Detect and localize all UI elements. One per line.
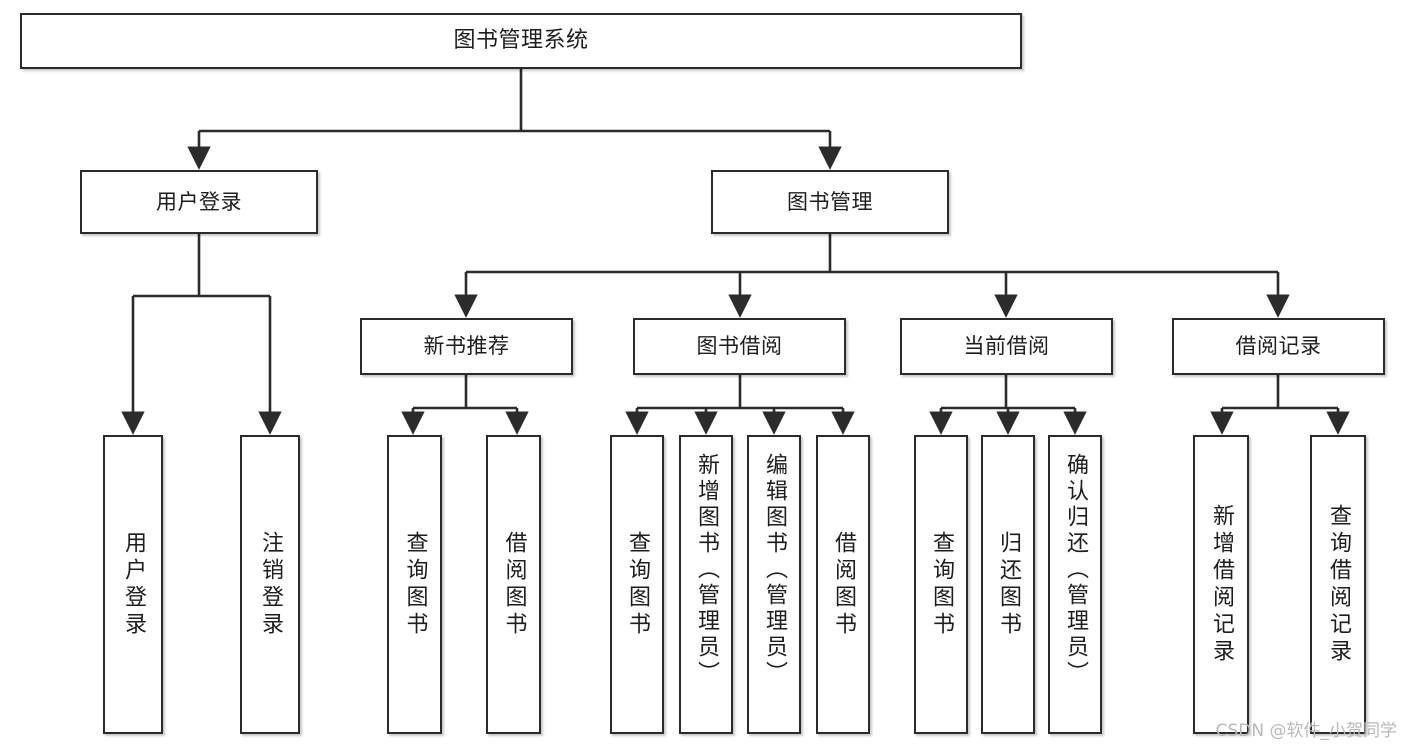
node-user-login[interactable]: 用户登录 <box>80 170 318 234</box>
node-new-book-recommend[interactable]: 新书推荐 <box>360 318 573 375</box>
node-label: 查询借阅记录 <box>1326 503 1351 666</box>
leaf-query-book-borrow[interactable]: 查询图书 <box>610 435 664 734</box>
node-label: 查询图书 <box>929 530 954 639</box>
node-label: 编辑图书（管理员） <box>762 453 787 687</box>
node-book-management[interactable]: 图书管理 <box>711 170 949 234</box>
leaf-borrow-book-new-recommend[interactable]: 借阅图书 <box>486 435 541 734</box>
node-label: 用户登录 <box>156 189 242 214</box>
node-current-borrow[interactable]: 当前借阅 <box>900 318 1113 375</box>
leaf-return-book[interactable]: 归还图书 <box>981 435 1035 734</box>
node-root-book-management-system[interactable]: 图书管理系统 <box>20 13 1022 69</box>
node-label: 注销登录 <box>258 530 283 639</box>
leaf-confirm-return-admin[interactable]: 确认归还（管理员） <box>1048 435 1102 734</box>
leaf-edit-book-admin[interactable]: 编辑图书（管理员） <box>747 435 801 734</box>
node-label: 当前借阅 <box>963 334 1050 359</box>
node-label: 借阅图书 <box>501 530 527 639</box>
node-label: 图书管理系统 <box>453 28 589 54</box>
node-label: 新书推荐 <box>423 334 510 359</box>
leaf-user-login[interactable]: 用户登录 <box>103 435 163 734</box>
node-label: 确认归还（管理员） <box>1063 453 1088 687</box>
node-label: 查询图书 <box>402 530 428 639</box>
node-label: 用户登录 <box>121 530 146 639</box>
node-label: 新增借阅记录 <box>1209 503 1234 666</box>
node-label: 查询图书 <box>625 530 650 639</box>
leaf-add-book-admin[interactable]: 新增图书（管理员） <box>679 435 733 734</box>
leaf-query-book-new-recommend[interactable]: 查询图书 <box>387 435 442 734</box>
leaf-query-book-current[interactable]: 查询图书 <box>914 435 968 734</box>
leaf-logout-login[interactable]: 注销登录 <box>240 435 300 734</box>
leaf-query-borrow-record[interactable]: 查询借阅记录 <box>1310 435 1366 734</box>
node-label: 图书借阅 <box>696 334 783 359</box>
leaf-borrow-book-borrow[interactable]: 借阅图书 <box>816 435 870 734</box>
node-label: 借阅图书 <box>831 530 856 639</box>
node-book-borrow[interactable]: 图书借阅 <box>633 318 846 375</box>
node-label: 借阅记录 <box>1235 334 1322 359</box>
node-label: 图书管理 <box>787 189 873 214</box>
node-label: 归还图书 <box>996 530 1021 639</box>
node-borrow-record[interactable]: 借阅记录 <box>1172 318 1385 375</box>
leaf-add-borrow-record[interactable]: 新增借阅记录 <box>1193 435 1249 734</box>
node-label: 新增图书（管理员） <box>694 453 719 687</box>
